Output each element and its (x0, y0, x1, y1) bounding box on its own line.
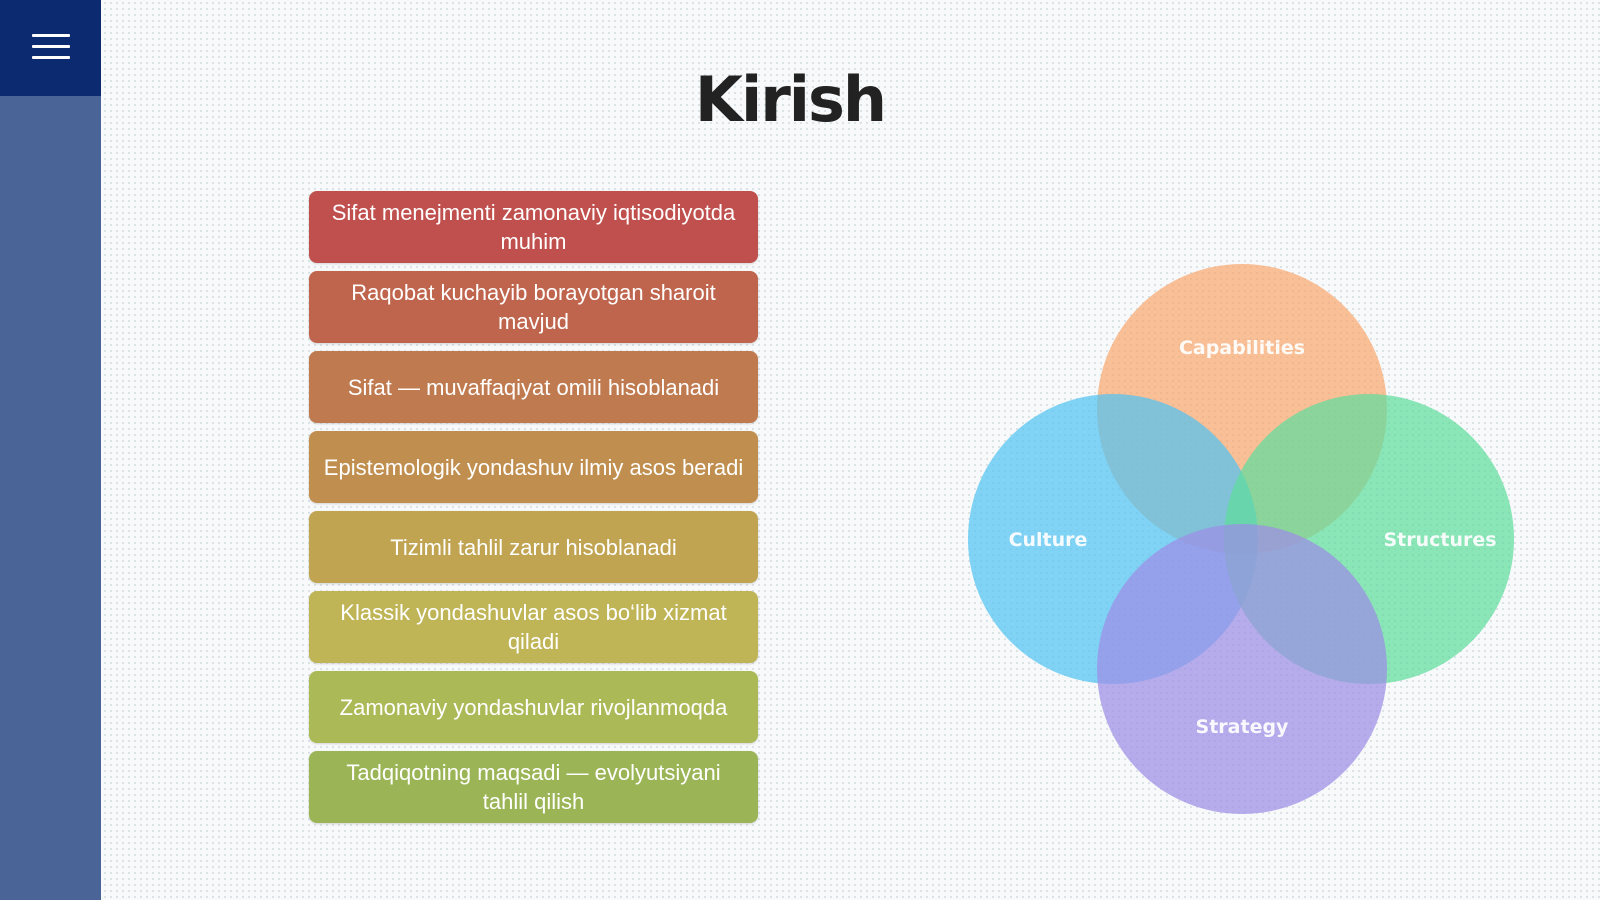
point-item: Klassik yondashuvlar asos bo‘lib xizmat … (309, 591, 758, 663)
point-item: Sifat — muvaffaqiyat omili hisoblanadi (309, 351, 758, 423)
venn-circle-strategy (1097, 524, 1387, 814)
venn-label-culture: Culture (1009, 529, 1088, 551)
sidebar (0, 0, 101, 900)
hamburger-menu-icon (32, 34, 70, 62)
point-item: Sifat menejmenti zamonaviy iqtisodiyotda… (309, 191, 758, 263)
menu-button[interactable] (0, 0, 101, 96)
point-item: Zamonaviy yondashuvlar rivojlanmoqda (309, 671, 758, 743)
points-list: Sifat menejmenti zamonaviy iqtisodiyotda… (309, 191, 758, 831)
venn-label-capabilities: Capabilities (1179, 337, 1305, 359)
venn-label-structures: Structures (1383, 529, 1496, 551)
page-title: Kirish (694, 63, 887, 136)
point-item: Tadqiqotning maqsadi — evolyutsiyani tah… (309, 751, 758, 823)
point-item: Raqobat kuchayib borayotgan sharoit mavj… (309, 271, 758, 343)
venn-label-strategy: Strategy (1196, 716, 1290, 738)
point-item: Tizimli tahlil zarur hisoblanadi (309, 511, 758, 583)
point-item: Epistemologik yondashuv ilmiy asos berad… (309, 431, 758, 503)
